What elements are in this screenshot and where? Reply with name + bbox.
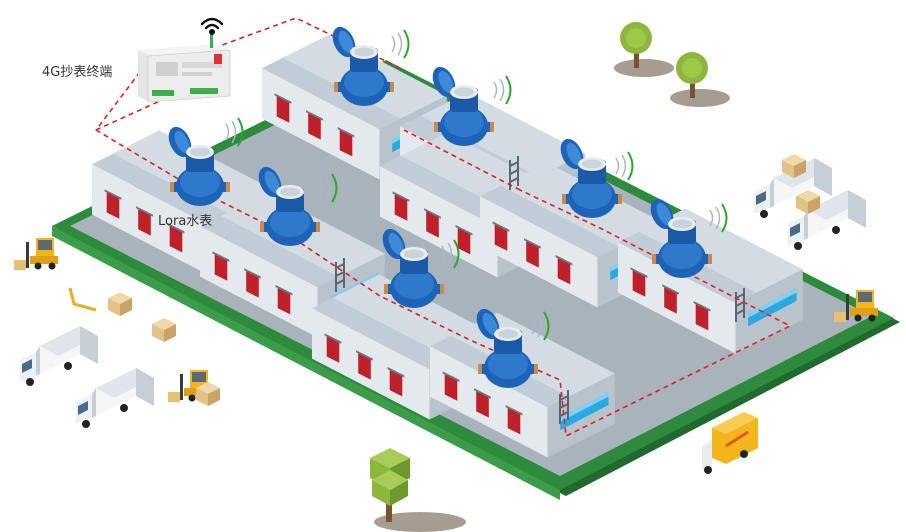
lora-link-path (95, 17, 792, 438)
truck-icon (20, 158, 866, 474)
forklift-icon (14, 238, 878, 402)
tree-icon (370, 22, 730, 532)
terminal-label: 4G抄表终端 (42, 65, 113, 80)
meter-label: Lora水表 (158, 214, 213, 229)
wifi-icon (200, 17, 224, 36)
terminal-device (138, 30, 231, 103)
